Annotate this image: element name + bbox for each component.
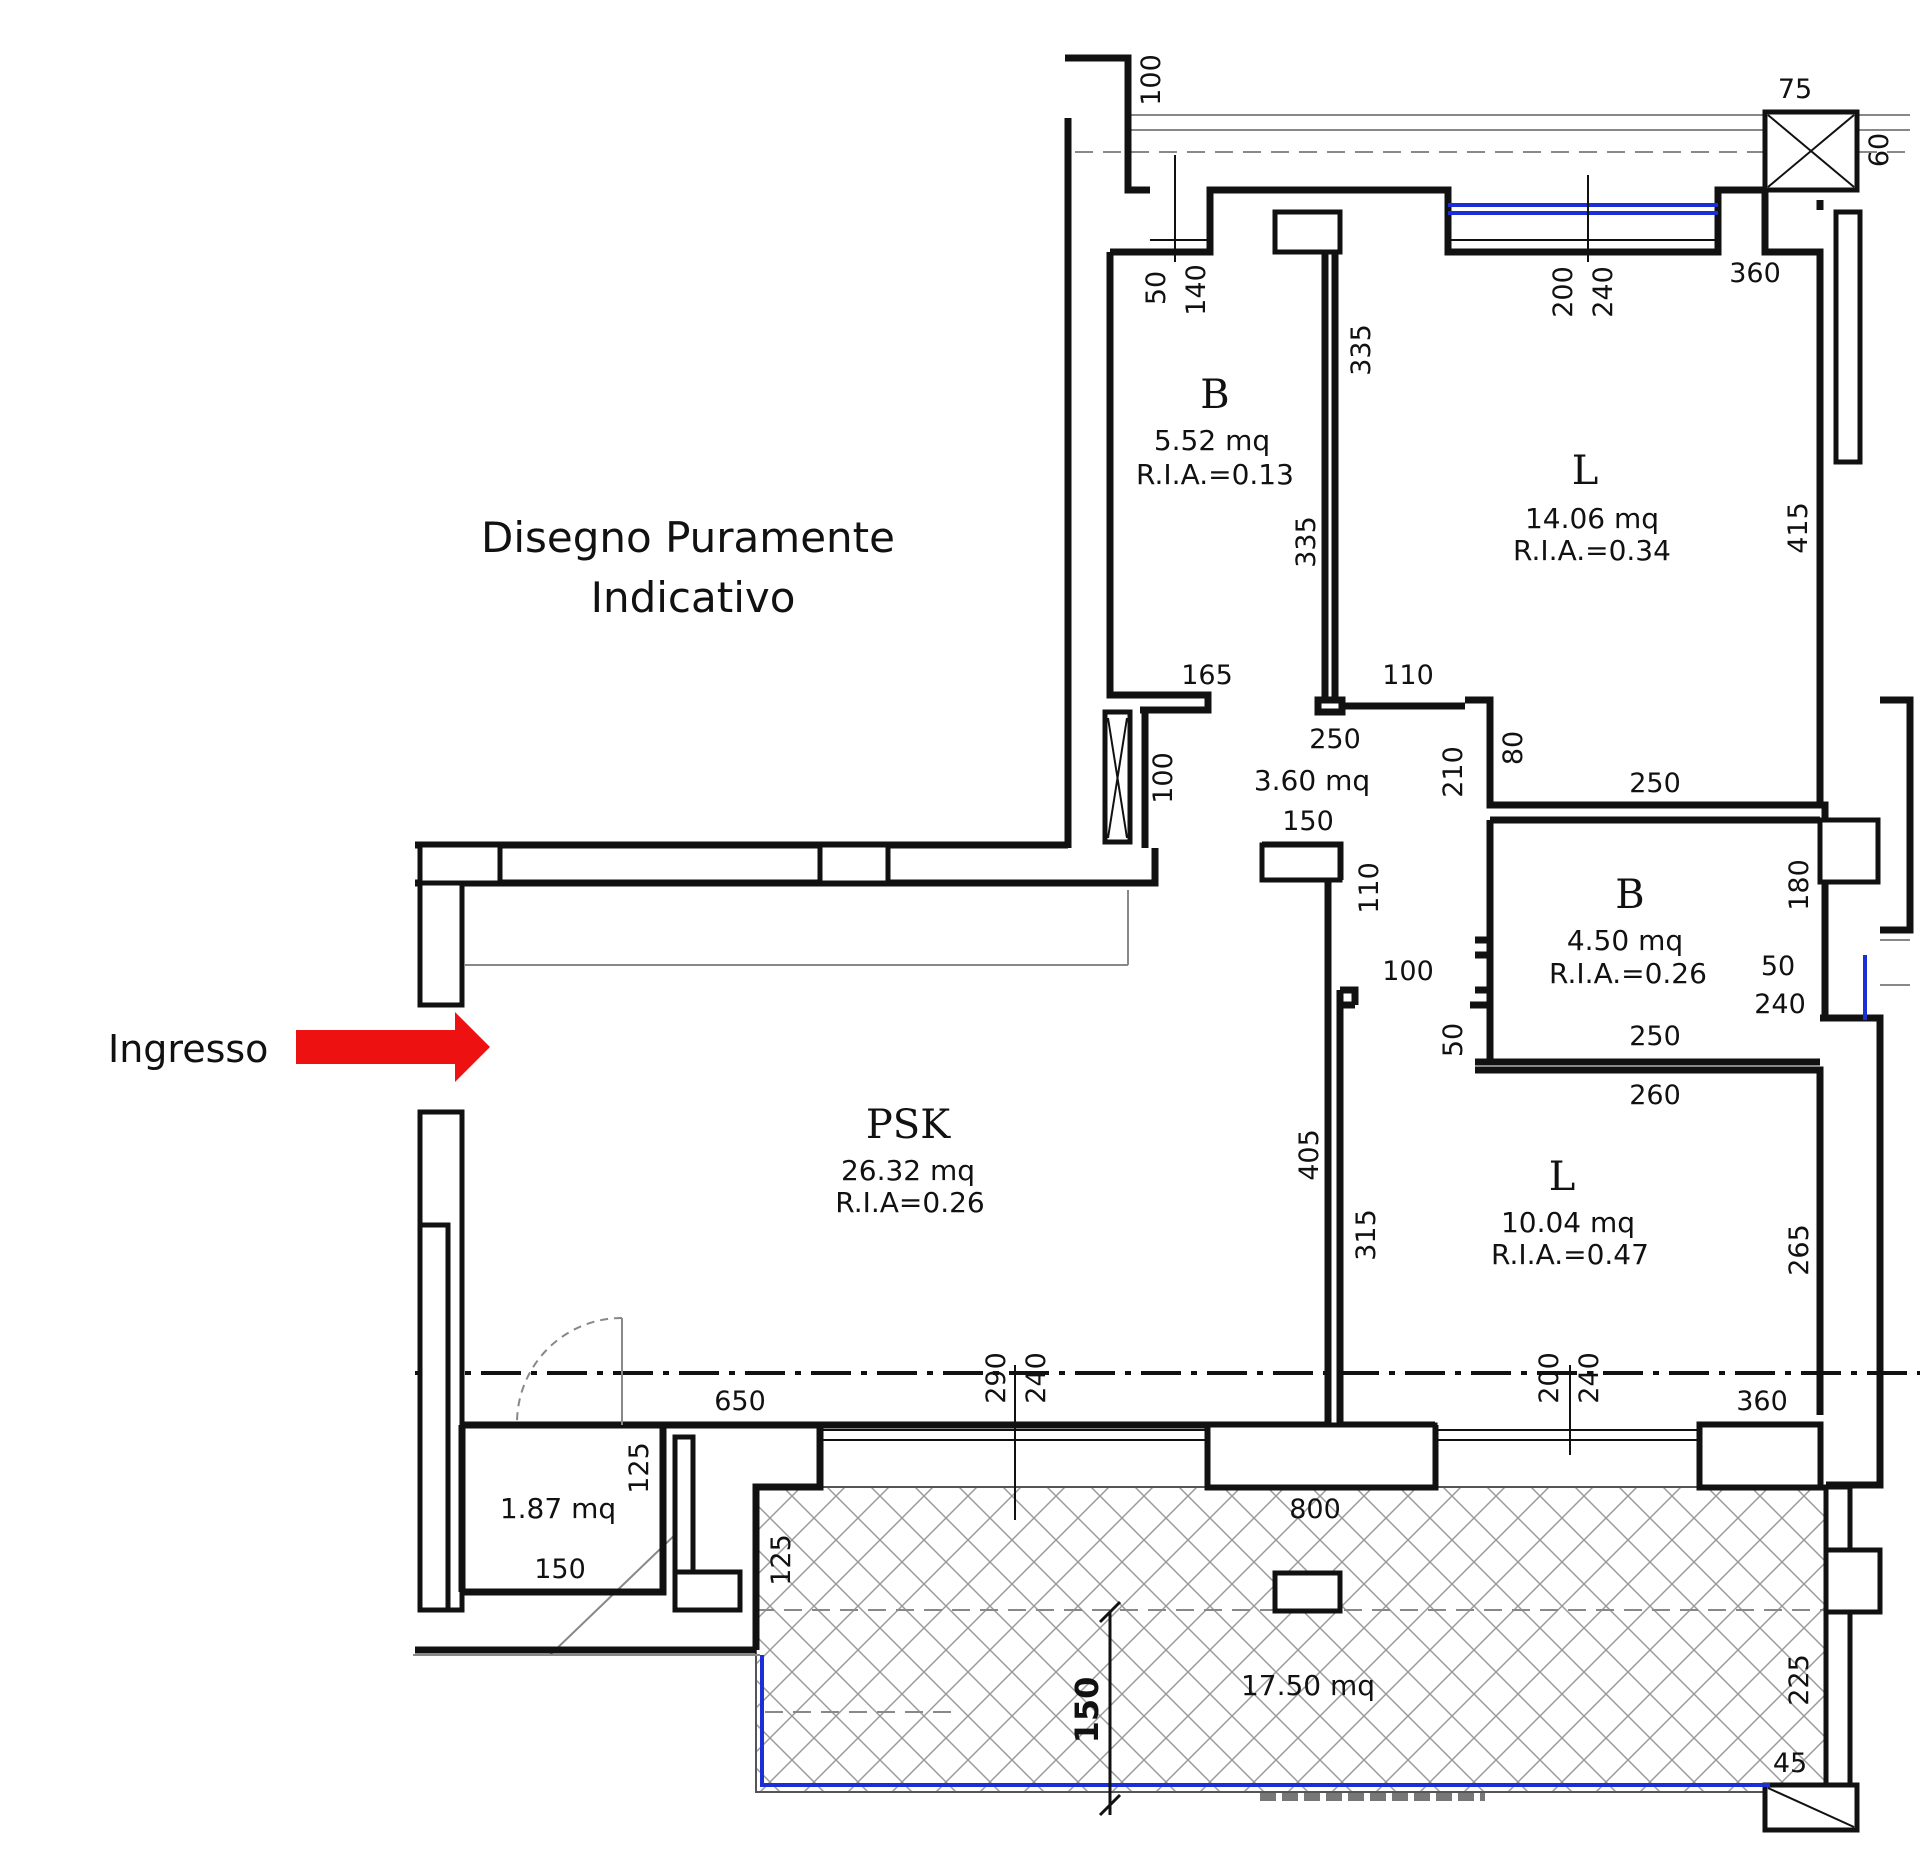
svg-text:335: 335 (1346, 324, 1377, 376)
svg-text:240: 240 (1754, 989, 1806, 1020)
svg-text:100: 100 (1136, 54, 1167, 106)
svg-text:17.50 mq: 17.50 mq (1241, 1669, 1375, 1702)
svg-text:150: 150 (534, 1554, 586, 1585)
svg-text:260: 260 (1629, 1080, 1681, 1111)
dimension-labels: 75 360 165 110 250 250 150 100 50 240 25… (534, 74, 1812, 1779)
room-balcony: 17.50 mq (1241, 1669, 1375, 1702)
svg-text:L: L (1572, 448, 1599, 494)
svg-text:R.I.A.=0.34: R.I.A.=0.34 (1513, 534, 1671, 567)
svg-text:50: 50 (1761, 951, 1795, 982)
svg-text:45: 45 (1773, 1748, 1807, 1779)
svg-text:100: 100 (1382, 956, 1434, 987)
svg-text:R.I.A=0.26: R.I.A=0.26 (835, 1186, 984, 1219)
room-closet: 1.87 mq (500, 1492, 616, 1525)
svg-text:165: 165 (1181, 660, 1233, 691)
windows (760, 203, 1867, 1787)
svg-text:50: 50 (1141, 271, 1172, 305)
svg-text:140: 140 (1181, 264, 1212, 316)
svg-text:290: 290 (981, 1352, 1012, 1404)
svg-text:125: 125 (766, 1534, 797, 1586)
svg-text:240: 240 (1588, 266, 1619, 318)
svg-text:5.52 mq: 5.52 mq (1154, 424, 1270, 457)
svg-text:1.87 mq: 1.87 mq (500, 1492, 616, 1525)
room-hall: 3.60 mq (1254, 764, 1370, 797)
svg-text:250: 250 (1309, 724, 1361, 755)
svg-text:250: 250 (1629, 1021, 1681, 1052)
svg-text:R.I.A.=0.47: R.I.A.=0.47 (1491, 1238, 1649, 1271)
svg-text:110: 110 (1382, 660, 1434, 691)
balcony-hatch (755, 1486, 1827, 1793)
svg-text:800: 800 (1289, 1494, 1341, 1525)
svg-text:100: 100 (1148, 752, 1179, 804)
svg-text:360: 360 (1736, 1386, 1788, 1417)
walls (415, 54, 1914, 1833)
entrance-arrow (296, 1012, 490, 1082)
svg-text:L: L (1549, 1154, 1576, 1200)
svg-text:PSK: PSK (866, 1102, 951, 1148)
svg-text:26.32 mq: 26.32 mq (841, 1154, 975, 1187)
svg-text:110: 110 (1354, 862, 1385, 914)
room-living: PSK 26.32 mq R.I.A=0.26 (835, 1102, 984, 1219)
svg-text:B: B (1200, 372, 1229, 418)
svg-text:250: 250 (1629, 768, 1681, 799)
svg-text:50: 50 (1438, 1023, 1469, 1057)
dimension-labels-vertical: 100 60 50 140 335 335 200 240 415 100 21… (624, 54, 1895, 1743)
svg-text:R.I.A.=0.13: R.I.A.=0.13 (1136, 458, 1294, 491)
svg-text:14.06 mq: 14.06 mq (1525, 502, 1659, 535)
svg-text:10.04 mq: 10.04 mq (1501, 1206, 1635, 1239)
svg-text:3.60 mq: 3.60 mq (1254, 764, 1370, 797)
entrance-label: Ingresso (108, 1027, 268, 1071)
dimension-lines (1014, 155, 1589, 1817)
room-bed1: L 14.06 mq R.I.A.=0.34 (1513, 448, 1671, 567)
svg-text:150: 150 (1282, 806, 1334, 837)
svg-text:150: 150 (1068, 1677, 1106, 1744)
svg-text:80: 80 (1498, 731, 1529, 765)
svg-text:240: 240 (1021, 1352, 1052, 1404)
svg-text:650: 650 (714, 1386, 766, 1417)
svg-text:B: B (1615, 872, 1644, 918)
svg-text:125: 125 (624, 1442, 655, 1494)
svg-text:415: 415 (1783, 502, 1814, 554)
room-bath2: B 4.50 mq R.I.A.=0.26 (1549, 872, 1707, 990)
svg-text:60: 60 (1864, 133, 1895, 167)
svg-text:315: 315 (1351, 1209, 1382, 1261)
door-swing (516, 1317, 623, 1424)
note-line-2: Indicativo (591, 573, 796, 622)
svg-text:240: 240 (1574, 1352, 1605, 1404)
svg-text:75: 75 (1778, 74, 1812, 105)
room-bed2: L 10.04 mq R.I.A.=0.47 (1491, 1154, 1649, 1271)
svg-text:180: 180 (1784, 859, 1815, 911)
svg-text:4.50 mq: 4.50 mq (1567, 924, 1683, 957)
svg-text:335: 335 (1291, 516, 1322, 568)
svg-text:200: 200 (1534, 1352, 1565, 1404)
svg-text:360: 360 (1729, 258, 1781, 289)
svg-text:200: 200 (1548, 266, 1579, 318)
svg-text:R.I.A.=0.26: R.I.A.=0.26 (1549, 957, 1707, 990)
svg-text:265: 265 (1784, 1224, 1815, 1276)
svg-text:405: 405 (1294, 1129, 1325, 1181)
note-line-1: Disegno Puramente (481, 513, 895, 562)
room-bath1: B 5.52 mq R.I.A.=0.13 (1136, 372, 1294, 491)
svg-text:225: 225 (1784, 1654, 1815, 1706)
svg-text:210: 210 (1438, 746, 1469, 798)
